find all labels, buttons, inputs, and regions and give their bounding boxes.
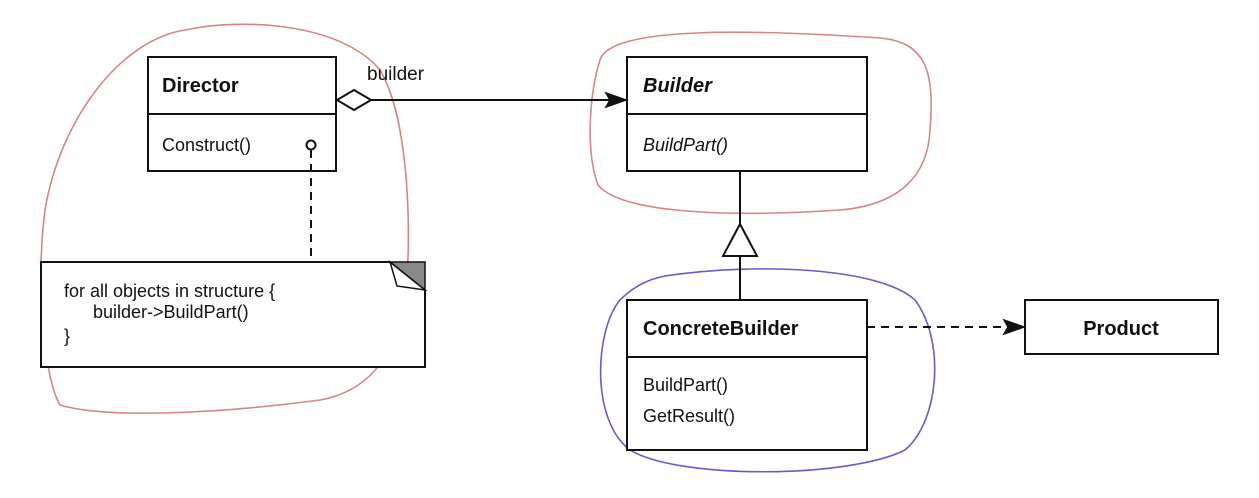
note-line-3: } <box>64 326 70 346</box>
product-class-name: Product <box>1083 318 1159 340</box>
builder-class-name: Builder <box>643 75 713 97</box>
red-annotation-circle-director <box>40 23 410 414</box>
construct-note: for all objects in structure { builder->… <box>40 259 428 368</box>
concrete-builder-operation-buildpart: BuildPart() <box>643 375 728 395</box>
inheritance-relationship <box>721 171 759 300</box>
director-builder-aggregation: builder <box>335 64 629 112</box>
concrete-builder-class-box <box>626 299 868 451</box>
concrete-builder-class: ConcreteBuilder BuildPart() GetResult() <box>626 299 868 451</box>
aggregation-role-label: builder <box>367 64 425 85</box>
aggregation-diamond <box>335 88 373 112</box>
note-line-1: for all objects in structure { <box>64 281 275 301</box>
concrete-builder-class-name: ConcreteBuilder <box>643 318 799 340</box>
note-box <box>40 261 426 368</box>
inheritance-triangle <box>721 221 759 257</box>
builder-operation-buildpart: BuildPart() <box>643 135 728 155</box>
dependency-arrowhead <box>1002 318 1027 336</box>
builder-class: Builder BuildPart() <box>626 56 868 172</box>
product-class-box <box>1024 299 1219 355</box>
blue-annotation-circle-concrete-builder <box>599 268 936 473</box>
director-operation-construct: Construct() <box>162 135 251 155</box>
note-line-2: builder->BuildPart() <box>93 302 249 322</box>
concrete-builder-product-dependency <box>867 318 1027 336</box>
concrete-builder-operation-getresult: GetResult() <box>643 406 735 426</box>
director-class-name: Director <box>162 75 239 97</box>
product-class: Product <box>1024 299 1219 355</box>
red-annotation-circle-builder <box>589 31 932 215</box>
note-folded-corner <box>388 259 428 292</box>
note-attachment-circle <box>305 139 317 151</box>
director-class: Director Construct() <box>147 56 337 172</box>
aggregation-arrowhead <box>604 91 629 109</box>
